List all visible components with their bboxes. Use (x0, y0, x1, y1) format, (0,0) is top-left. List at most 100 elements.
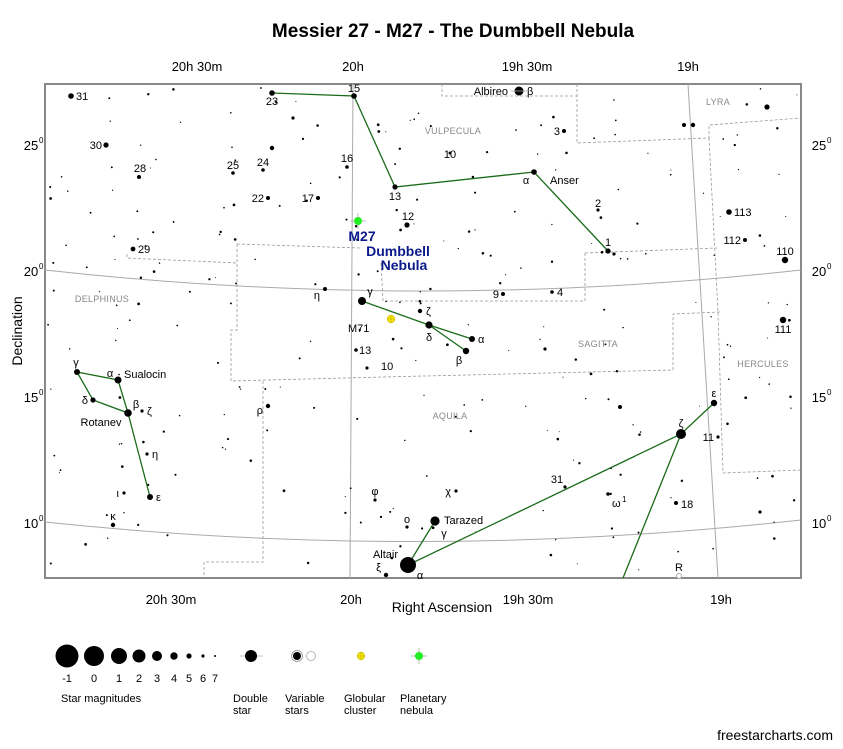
star[interactable] (674, 501, 678, 505)
star[interactable] (68, 93, 74, 99)
star[interactable] (758, 510, 762, 514)
star[interactable] (90, 397, 96, 403)
star[interactable] (716, 435, 720, 439)
star[interactable] (454, 489, 458, 493)
star[interactable] (351, 93, 357, 99)
star[interactable] (269, 90, 275, 96)
star[interactable] (550, 290, 554, 294)
faint-star (637, 531, 640, 534)
variable-star[interactable] (676, 573, 682, 579)
credit-link[interactable]: freestarcharts.com (717, 727, 833, 743)
faint-star (443, 240, 445, 242)
star[interactable] (103, 142, 109, 148)
star[interactable] (710, 399, 718, 407)
star[interactable] (726, 209, 732, 215)
star[interactable] (531, 169, 537, 175)
star[interactable] (405, 525, 409, 529)
star-label-del-k: κ (110, 511, 116, 523)
star[interactable] (265, 403, 271, 409)
star[interactable] (425, 321, 433, 329)
star[interactable] (147, 494, 153, 500)
star-label-s9: 9 (493, 289, 499, 301)
star[interactable] (145, 452, 149, 456)
star[interactable] (400, 557, 416, 573)
star[interactable] (606, 492, 610, 496)
star[interactable] (469, 336, 475, 342)
legend-magnitude-dot (170, 652, 178, 660)
star[interactable] (462, 347, 470, 355)
star[interactable] (269, 145, 275, 151)
boundary (236, 243, 361, 249)
faint-star (409, 119, 411, 121)
m71-marker[interactable] (386, 314, 396, 324)
star[interactable] (122, 491, 126, 495)
star[interactable] (140, 409, 144, 413)
star[interactable] (124, 409, 132, 417)
star[interactable] (291, 116, 295, 120)
faint-star (413, 223, 415, 225)
star[interactable] (448, 151, 452, 155)
star[interactable] (612, 252, 616, 256)
faint-star (771, 474, 774, 478)
star[interactable] (130, 246, 136, 252)
star[interactable] (323, 287, 327, 291)
legend-magnitude-dot (84, 646, 104, 666)
faint-star (489, 254, 492, 257)
faint-star (172, 88, 175, 91)
star[interactable] (779, 316, 787, 324)
star[interactable] (373, 498, 377, 502)
star[interactable] (261, 168, 265, 172)
faint-star (356, 238, 359, 242)
faint-star (218, 233, 221, 236)
star-label-l112: 112 (723, 235, 741, 247)
star[interactable] (231, 171, 235, 175)
faint-star (305, 199, 308, 202)
faint-star (615, 370, 619, 373)
m27-marker[interactable] (350, 213, 366, 229)
ra-axis-label: Right Ascension (392, 599, 492, 615)
ra-tick-bottom-2030: 20h 30m (146, 592, 197, 607)
star[interactable] (563, 485, 567, 489)
star[interactable] (781, 256, 789, 264)
star[interactable] (605, 248, 611, 254)
star[interactable] (690, 122, 696, 128)
star[interactable] (417, 308, 423, 314)
faint-star (60, 176, 63, 178)
star[interactable] (358, 297, 366, 305)
star[interactable] (354, 348, 358, 352)
star-label-s13: 13 (359, 345, 371, 357)
star[interactable] (743, 238, 747, 242)
star[interactable] (383, 572, 389, 578)
faint-star (792, 499, 796, 502)
star[interactable] (345, 165, 349, 169)
star[interactable] (562, 129, 566, 133)
boundary (230, 244, 721, 382)
star[interactable] (114, 376, 122, 384)
star[interactable] (137, 175, 141, 179)
star[interactable] (430, 516, 440, 526)
star[interactable] (543, 347, 547, 351)
star-label-sge-d: δ (426, 332, 432, 344)
star[interactable] (501, 292, 505, 296)
faint-star (259, 87, 262, 89)
star[interactable] (365, 366, 369, 370)
star[interactable] (404, 222, 410, 228)
star[interactable] (392, 184, 398, 190)
legend-double-star: Double star (233, 650, 268, 717)
faint-star (166, 534, 169, 537)
m27-label: M27 (348, 228, 375, 244)
star-label-del-eta: η (152, 449, 158, 461)
star[interactable] (266, 196, 270, 200)
star[interactable] (676, 429, 686, 439)
star[interactable] (316, 196, 320, 200)
star[interactable] (74, 369, 80, 375)
star[interactable] (682, 123, 686, 127)
star[interactable] (764, 104, 770, 110)
constellation-aquila: Aquila (433, 411, 468, 421)
star[interactable] (596, 208, 600, 212)
star[interactable] (110, 522, 116, 528)
star[interactable] (618, 405, 622, 409)
faint-star (399, 545, 402, 548)
